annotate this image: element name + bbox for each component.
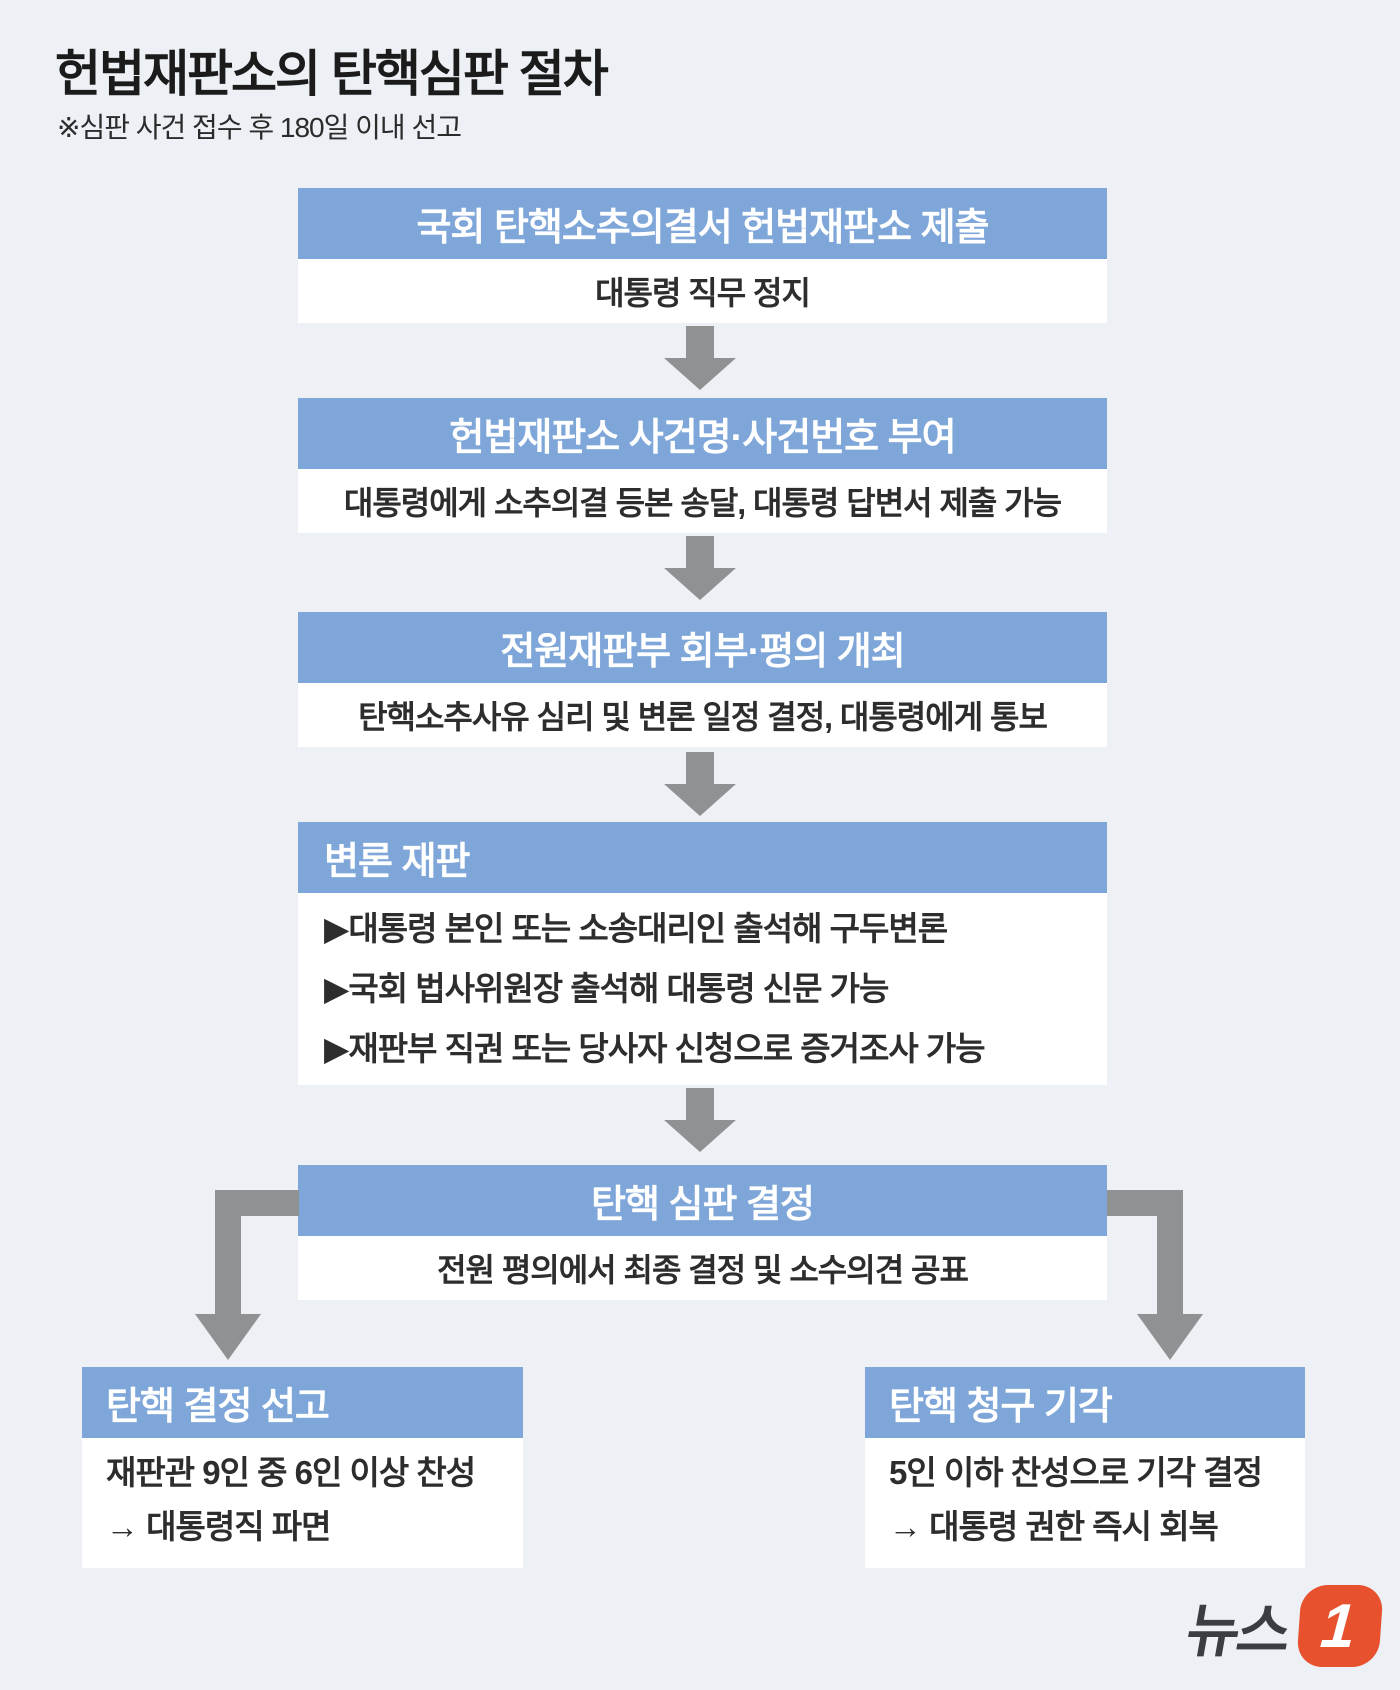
outcome-header: 탄핵 결정 선고 [82, 1367, 523, 1438]
bullet-line: ▶국회 법사위원장 출석해 대통령 신문 가능 [324, 970, 889, 1007]
outcome-line: → 대통령 권한 즉시 회복 [889, 1508, 1219, 1545]
step-box-full-bench: 전원재판부 회부·평의 개최 탄핵소추사유 심리 및 변론 일정 결정, 대통령… [298, 612, 1107, 747]
branch-right-vertical-line [1157, 1190, 1183, 1316]
branch-right-arrowhead-icon [1137, 1314, 1203, 1360]
outcome-body: 재판관 9인 중 6인 이상 찬성 → 대통령직 파면 [82, 1438, 523, 1568]
step-header: 국회 탄핵소추의결서 헌법재판소 제출 [298, 188, 1107, 259]
page-title: 헌법재판소의 탄핵심판 절차 [55, 46, 609, 102]
step-header: 헌법재판소 사건명·사건번호 부여 [298, 398, 1107, 469]
step-box-decision: 탄핵 심판 결정 전원 평의에서 최종 결정 및 소수의견 공표 [298, 1165, 1107, 1300]
down-arrow-icon [664, 1088, 736, 1152]
down-arrow-icon [664, 326, 736, 390]
outcome-header: 탄핵 청구 기각 [865, 1367, 1305, 1438]
down-arrow-icon [664, 536, 736, 600]
bullet-line: ▶대통령 본인 또는 소송대리인 출석해 구두변론 [324, 910, 948, 947]
step-header: 전원재판부 회부·평의 개최 [298, 612, 1107, 683]
outcome-box-removal: 탄핵 결정 선고 재판관 9인 중 6인 이상 찬성 → 대통령직 파면 [82, 1367, 523, 1568]
step-body: 전원 평의에서 최종 결정 및 소수의견 공표 [298, 1236, 1107, 1300]
news1-logo: 뉴스 1 [1181, 1584, 1384, 1668]
outcome-body: 5인 이하 찬성으로 기각 결정 → 대통령 권한 즉시 회복 [865, 1438, 1305, 1568]
step-box-assembly-submission: 국회 탄핵소추의결서 헌법재판소 제출 대통령 직무 정지 [298, 188, 1107, 323]
step-body: 탄핵소추사유 심리 및 변론 일정 결정, 대통령에게 통보 [298, 683, 1107, 747]
outcome-box-dismissal: 탄핵 청구 기각 5인 이하 찬성으로 기각 결정 → 대통령 권한 즉시 회복 [865, 1367, 1305, 1568]
step-box-case-number: 헌법재판소 사건명·사건번호 부여 대통령에게 소추의결 등본 송달, 대통령 … [298, 398, 1107, 533]
down-arrow-icon [664, 752, 736, 816]
outcome-line: → 대통령직 파면 [106, 1508, 332, 1545]
outcome-line: 5인 이하 찬성으로 기각 결정 [889, 1454, 1263, 1491]
step-header: 변론 재판 [298, 822, 1107, 893]
step-header: 탄핵 심판 결정 [298, 1165, 1107, 1236]
news1-mark-digit: 1 [1318, 1591, 1358, 1661]
step-body: 대통령에게 소추의결 등본 송달, 대통령 답변서 제출 가능 [298, 469, 1107, 533]
step-box-oral-argument: 변론 재판 ▶대통령 본인 또는 소송대리인 출석해 구두변론 ▶국회 법사위원… [298, 822, 1107, 1085]
page-subtitle: ※심판 사건 접수 후 180일 이내 선고 [57, 112, 462, 143]
branch-left-vertical-line [215, 1190, 241, 1316]
step-body: ▶대통령 본인 또는 소송대리인 출석해 구두변론 ▶국회 법사위원장 출석해 … [298, 893, 1107, 1085]
branch-left-arrowhead-icon [195, 1314, 261, 1360]
news1-mark-icon: 1 [1295, 1585, 1384, 1667]
news1-wordmark: 뉴스 [1181, 1599, 1294, 1664]
outcome-line: 재판관 9인 중 6인 이상 찬성 [106, 1454, 476, 1491]
bullet-line: ▶재판부 직권 또는 당사자 신청으로 증거조사 가능 [324, 1030, 986, 1067]
step-body: 대통령 직무 정지 [298, 259, 1107, 323]
